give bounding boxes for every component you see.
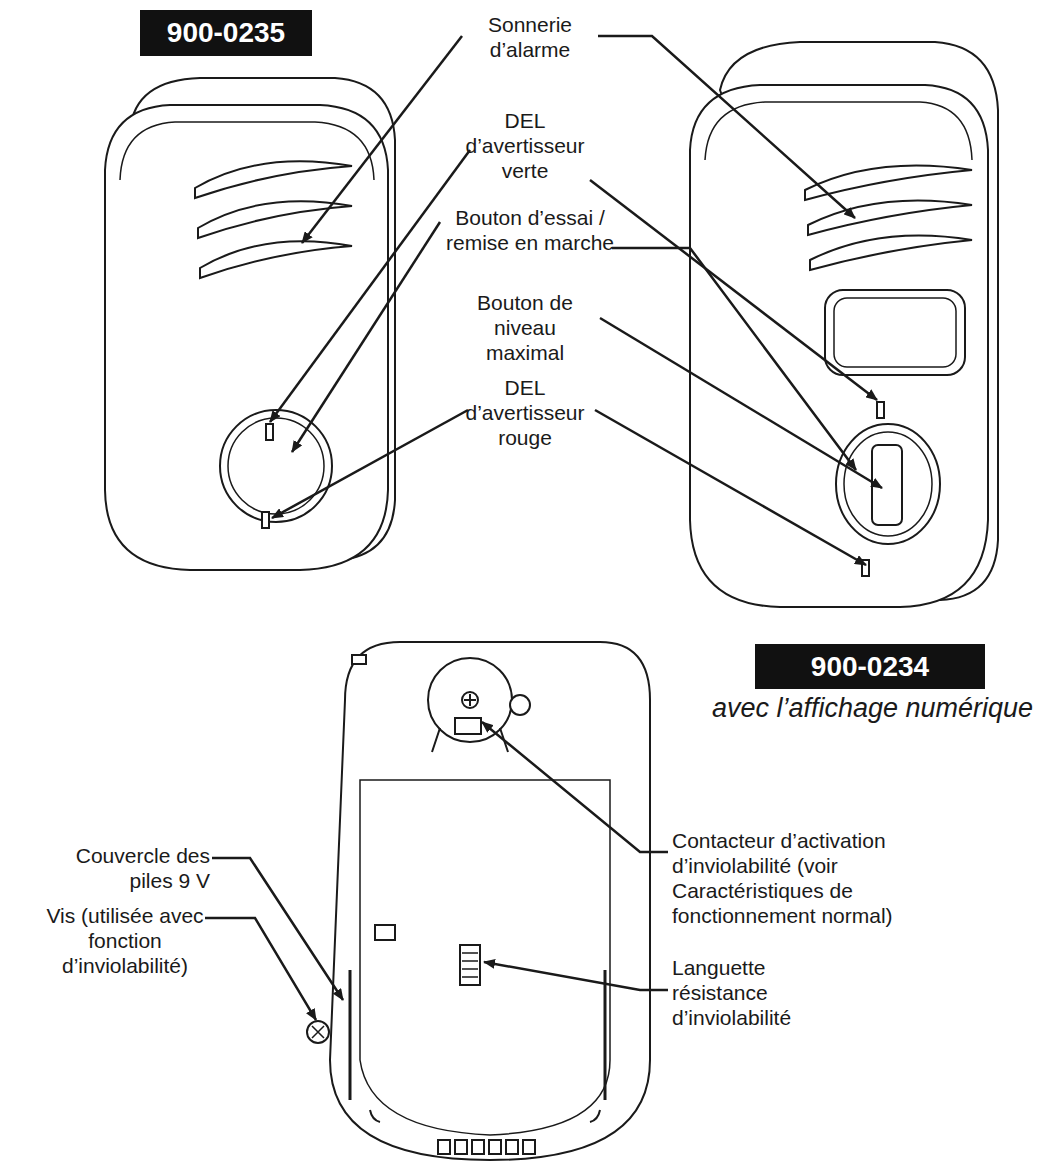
digital-display: [825, 290, 965, 375]
model-number-box: 900-0234: [755, 644, 985, 689]
part-label: Bouton d’essai / remise en marche: [430, 205, 630, 255]
mount-dial: [428, 658, 512, 742]
device-back: [330, 642, 650, 1160]
green-led: [266, 424, 273, 440]
model-number-box: 900-0235: [140, 10, 312, 56]
part-label: Vis (utilisée avec fonction d’inviolabil…: [40, 903, 210, 978]
part-label: DEL d’avertisseur verte: [450, 108, 600, 183]
tamper-tab: [460, 945, 480, 985]
part-label: DEL d’avertisseur rouge: [450, 375, 600, 450]
test-button: [220, 410, 332, 522]
battery-cover: [360, 780, 610, 1135]
red-led: [262, 512, 269, 528]
device-front: [105, 105, 388, 570]
part-label: avec l’affichage numérique: [700, 692, 1045, 724]
green-led: [877, 402, 884, 418]
model-number: 900-0235: [167, 17, 285, 49]
part-label: Languette résistance d’inviolabilité: [672, 955, 832, 1030]
device-front: [690, 85, 988, 607]
part-label: Couvercle des piles 9 V: [40, 843, 210, 893]
grille-slot: [195, 161, 352, 198]
model-number: 900-0234: [811, 651, 929, 683]
part-label: Bouton de niveau maximal: [455, 290, 595, 365]
test-button: [836, 424, 940, 544]
part-label: Sonnerie d’alarme: [450, 12, 610, 62]
tamper-switch: [455, 718, 481, 734]
part-label: Contacteur d’activation d’inviolabilité …: [672, 828, 922, 928]
screw: [307, 1021, 329, 1043]
